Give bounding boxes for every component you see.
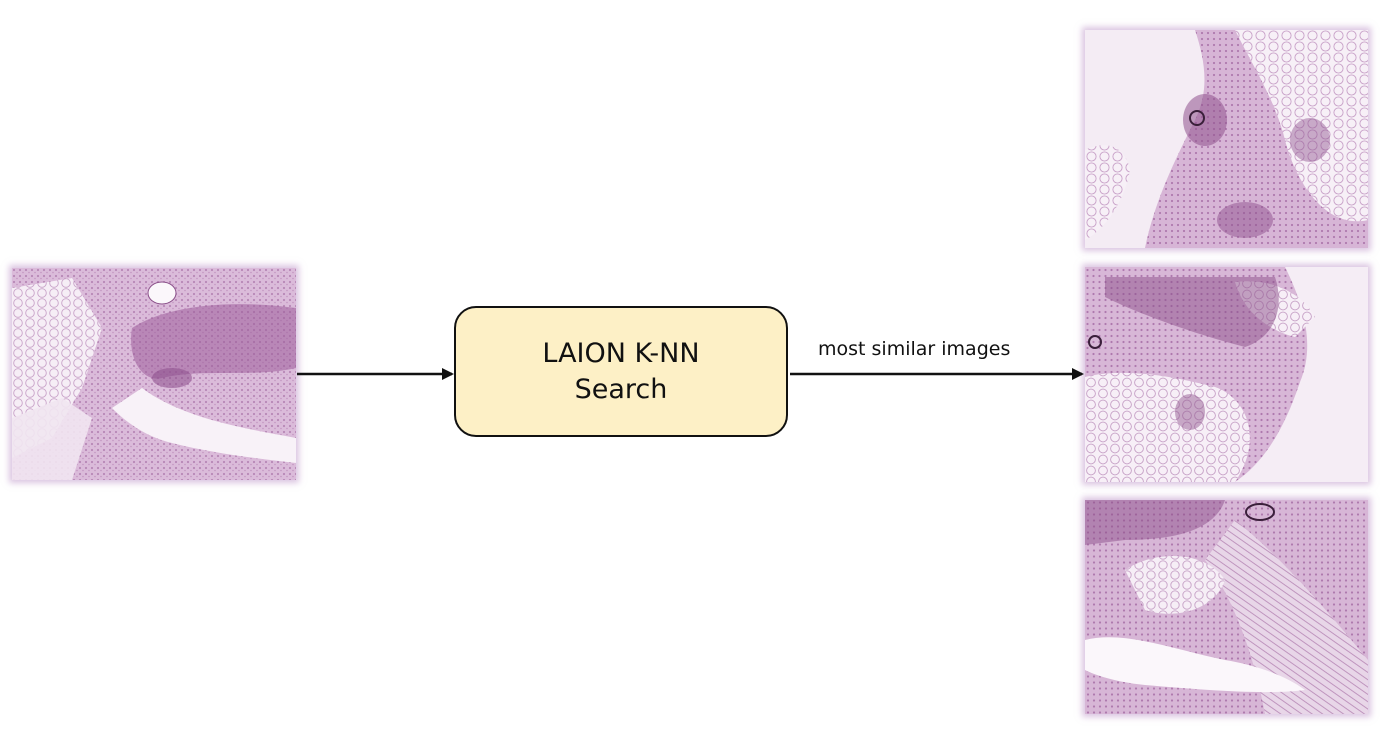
knn-search-label-line2: Search — [574, 373, 668, 405]
query-image — [12, 268, 296, 480]
similar-image-3 — [1085, 500, 1368, 714]
edge-label-most-similar: most similar images — [818, 338, 1011, 360]
similar-image-1 — [1085, 30, 1368, 248]
similar-image-2 — [1085, 267, 1368, 482]
knn-search-label-line1: LAION K-NN — [542, 337, 700, 369]
knn-search-box: LAION K-NN Search — [454, 306, 788, 437]
